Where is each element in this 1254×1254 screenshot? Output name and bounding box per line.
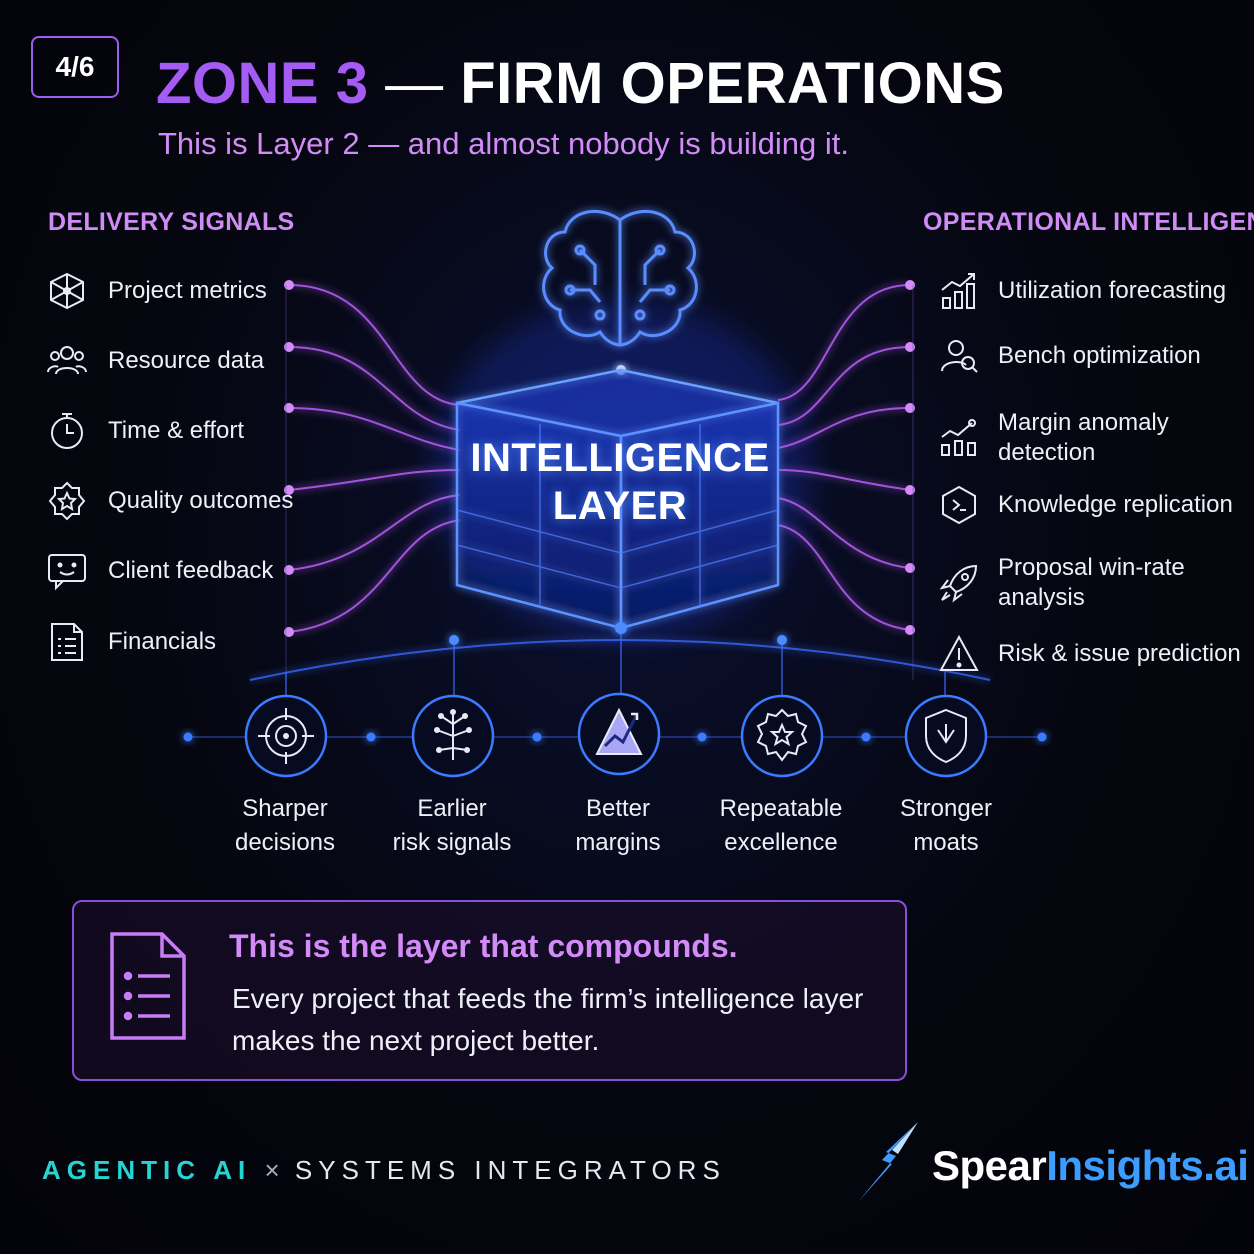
- spear-logo-icon: [858, 1122, 918, 1202]
- title-dash: —: [385, 51, 444, 116]
- page-indicator: 4/6: [31, 36, 119, 98]
- outcome-line-1: Stronger: [899, 795, 993, 822]
- outcome-label: Better margins: [538, 792, 698, 860]
- operational-item: Risk & issue prediction: [938, 633, 1241, 675]
- page-subtitle: This is Layer 2 — and almost nobody is b…: [158, 126, 849, 161]
- outcome-label: Earlier risk signals: [372, 792, 532, 860]
- document-icon: [110, 932, 186, 1040]
- title-main: FIRM OPERATIONS: [460, 51, 1005, 116]
- outcome-line-2: risk signals: [392, 829, 512, 856]
- delivery-signal-label: Project metrics: [108, 277, 267, 304]
- left-connectors: [288, 284, 461, 633]
- brand-insights: Insights.ai: [1046, 1142, 1249, 1189]
- delivery-signal-label: Resource data: [108, 347, 265, 374]
- callout-body: Every project that feeds the firm’s inte…: [232, 983, 864, 1056]
- footer-tagline: AGENTIC AI × SYSTEMS INTEGRATORS: [42, 1155, 726, 1186]
- operational-item: Margin anomaly detection: [938, 408, 1188, 468]
- core-line-2: LAYER: [552, 484, 688, 528]
- outcome-line-1: Sharper: [242, 795, 328, 822]
- rail-dots: [183, 732, 1047, 742]
- outcome-line-2: margins: [575, 829, 661, 856]
- intelligence-cube: [455, 368, 780, 630]
- footer-tag-si: SYSTEMS INTEGRATORS: [294, 1155, 726, 1185]
- brand-name: SpearInsights.ai: [932, 1142, 1249, 1190]
- operational-intelligence-heading: OPERATIONAL INTELLIGENCE: [923, 208, 1254, 236]
- document-list-icon: [51, 623, 83, 661]
- warning-triangle-icon: [939, 634, 979, 671]
- rocket-icon: [939, 564, 978, 603]
- operational-item-label: Knowledge replication: [998, 491, 1233, 518]
- outcome-label: Sharper decisions: [205, 792, 365, 860]
- outcome-drops: [285, 628, 946, 695]
- delivery-signal-label: Financials: [108, 628, 217, 655]
- delivery-signal-item: Resource data: [46, 340, 264, 382]
- outcome-line-1: Earlier: [417, 795, 487, 822]
- outcome-line-1: Better: [585, 795, 651, 822]
- chart-anomaly-icon: [941, 419, 976, 456]
- callout-title: This is the layer that compounds.: [229, 928, 738, 964]
- operational-item-label: Bench optimization: [998, 342, 1201, 369]
- operational-item-label: Utilization forecasting: [998, 277, 1227, 304]
- delivery-signal-item: Project metrics: [46, 270, 267, 312]
- brand-spear: Spear: [932, 1142, 1047, 1189]
- footer-tag-times: ×: [264, 1155, 282, 1185]
- outcome-label: Stronger moats: [866, 792, 1026, 860]
- delivery-signals-heading: DELIVERY SIGNALS: [48, 208, 295, 236]
- hexagon-chevron-icon: [942, 485, 976, 525]
- delivery-signal-item: Financials: [46, 621, 216, 663]
- circuit-tree-icon: [411, 694, 495, 778]
- cube-network-icon: [50, 272, 84, 310]
- outcome-line-2: excellence: [724, 829, 838, 856]
- target-icon: [244, 694, 328, 778]
- operational-item: Bench optimization: [938, 335, 1201, 377]
- delivery-signal-label: Quality outcomes: [108, 487, 294, 514]
- stopwatch-icon: [51, 413, 83, 449]
- footer-tag-agentic: AGENTIC AI: [42, 1155, 252, 1185]
- people-icon: [47, 346, 87, 375]
- bar-chart-up-icon: [941, 273, 975, 309]
- callout-box: [72, 900, 907, 1081]
- outcome-line-2: decisions: [234, 829, 336, 856]
- delivery-signal-label: Client feedback: [108, 557, 274, 584]
- delivery-signal-item: Time & effort: [46, 410, 244, 452]
- gear-star-icon: [740, 694, 824, 778]
- star-badge-icon: [48, 481, 86, 521]
- delivery-signal-item: Client feedback: [46, 550, 273, 592]
- outcome-line-2: moats: [913, 829, 979, 856]
- outcome-line-1: Repeatable: [719, 795, 843, 822]
- delivery-signal-label: Time & effort: [108, 417, 245, 444]
- operational-item-label: Margin anomaly detection: [998, 409, 1169, 466]
- title-zone: ZONE 3: [156, 51, 369, 116]
- right-connectors: [777, 284, 911, 631]
- operational-item: Proposal win-rate analysis: [938, 553, 1198, 613]
- rising-chart-triangle-icon: [577, 692, 661, 776]
- delivery-signal-item: Quality outcomes: [46, 480, 293, 522]
- page-title: ZONE 3 — FIRM OPERATIONS: [156, 50, 1005, 117]
- chat-bubble-icon: [48, 554, 86, 591]
- outcome-label: Repeatable excellence: [701, 792, 861, 860]
- intelligence-layer-label: INTELLIGENCE LAYER: [470, 434, 770, 530]
- shield-icon: [904, 694, 988, 778]
- person-search-icon: [941, 340, 978, 373]
- core-line-1: INTELLIGENCE: [470, 436, 770, 480]
- operational-item: Utilization forecasting: [938, 270, 1226, 312]
- operational-item-label: Risk & issue prediction: [998, 640, 1241, 667]
- brain-icon: [542, 210, 698, 347]
- operational-item: Knowledge replication: [938, 484, 1233, 526]
- outcome-arc: [249, 639, 991, 681]
- operational-item-label: Proposal win-rate analysis: [998, 554, 1185, 611]
